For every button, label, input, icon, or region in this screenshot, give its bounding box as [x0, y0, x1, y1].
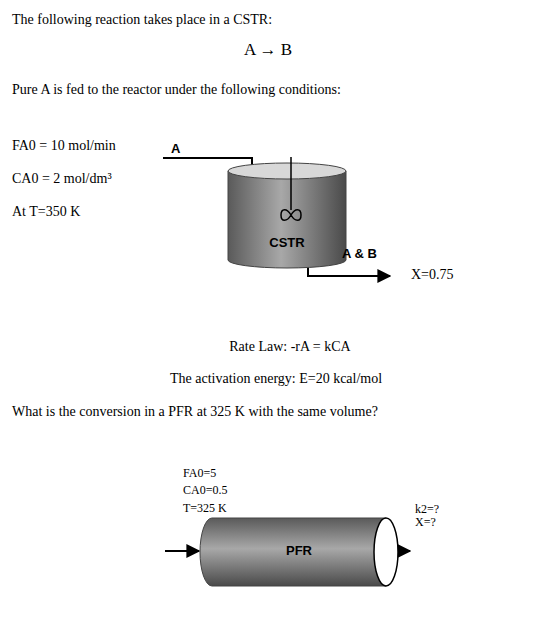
intro-text: The following reaction takes place in a …	[12, 12, 272, 28]
tank-top	[228, 163, 346, 179]
question-text: What is the conversion in a PFR at 325 K…	[12, 404, 378, 420]
pfr-concentration: CA0=0.5	[183, 482, 227, 498]
activation-energy: The activation energy: E=20 kcal/mol	[170, 371, 382, 387]
node-label: PFR	[200, 543, 398, 558]
tube-opening	[374, 518, 398, 586]
pfr-inlet	[165, 550, 199, 552]
agitator-shaft	[290, 157, 292, 210]
pfr-temperature: T=325 K	[183, 500, 227, 516]
node-label: CSTR	[228, 235, 346, 250]
rate-law: Rate Law: -rA = kCA	[229, 339, 350, 355]
feed-text: Pure A is fed to the reactor under the f…	[12, 82, 341, 98]
tank-body	[228, 171, 346, 268]
conversion-value: X=0.75	[411, 267, 454, 283]
molar-flow: FA0 = 10 mol/min	[12, 138, 116, 154]
feed-temperature: At T=350 K	[12, 204, 80, 220]
stream-label: A & B	[342, 246, 377, 262]
cstr-tank: CSTR	[228, 163, 346, 268]
pfr-conversion: X=?	[415, 514, 436, 530]
stream-label: A	[171, 141, 180, 157]
cstr-tank	[228, 163, 346, 268]
rate-constant: k2=?	[415, 501, 439, 517]
pfr-flow: FA0=5	[183, 465, 216, 481]
reaction-equation: A → B	[244, 42, 292, 58]
agitator-impeller	[281, 210, 301, 221]
feed-concentration: CA0 = 2 mol/dm³	[12, 171, 112, 187]
pfr-tube: PFR	[200, 518, 398, 586]
